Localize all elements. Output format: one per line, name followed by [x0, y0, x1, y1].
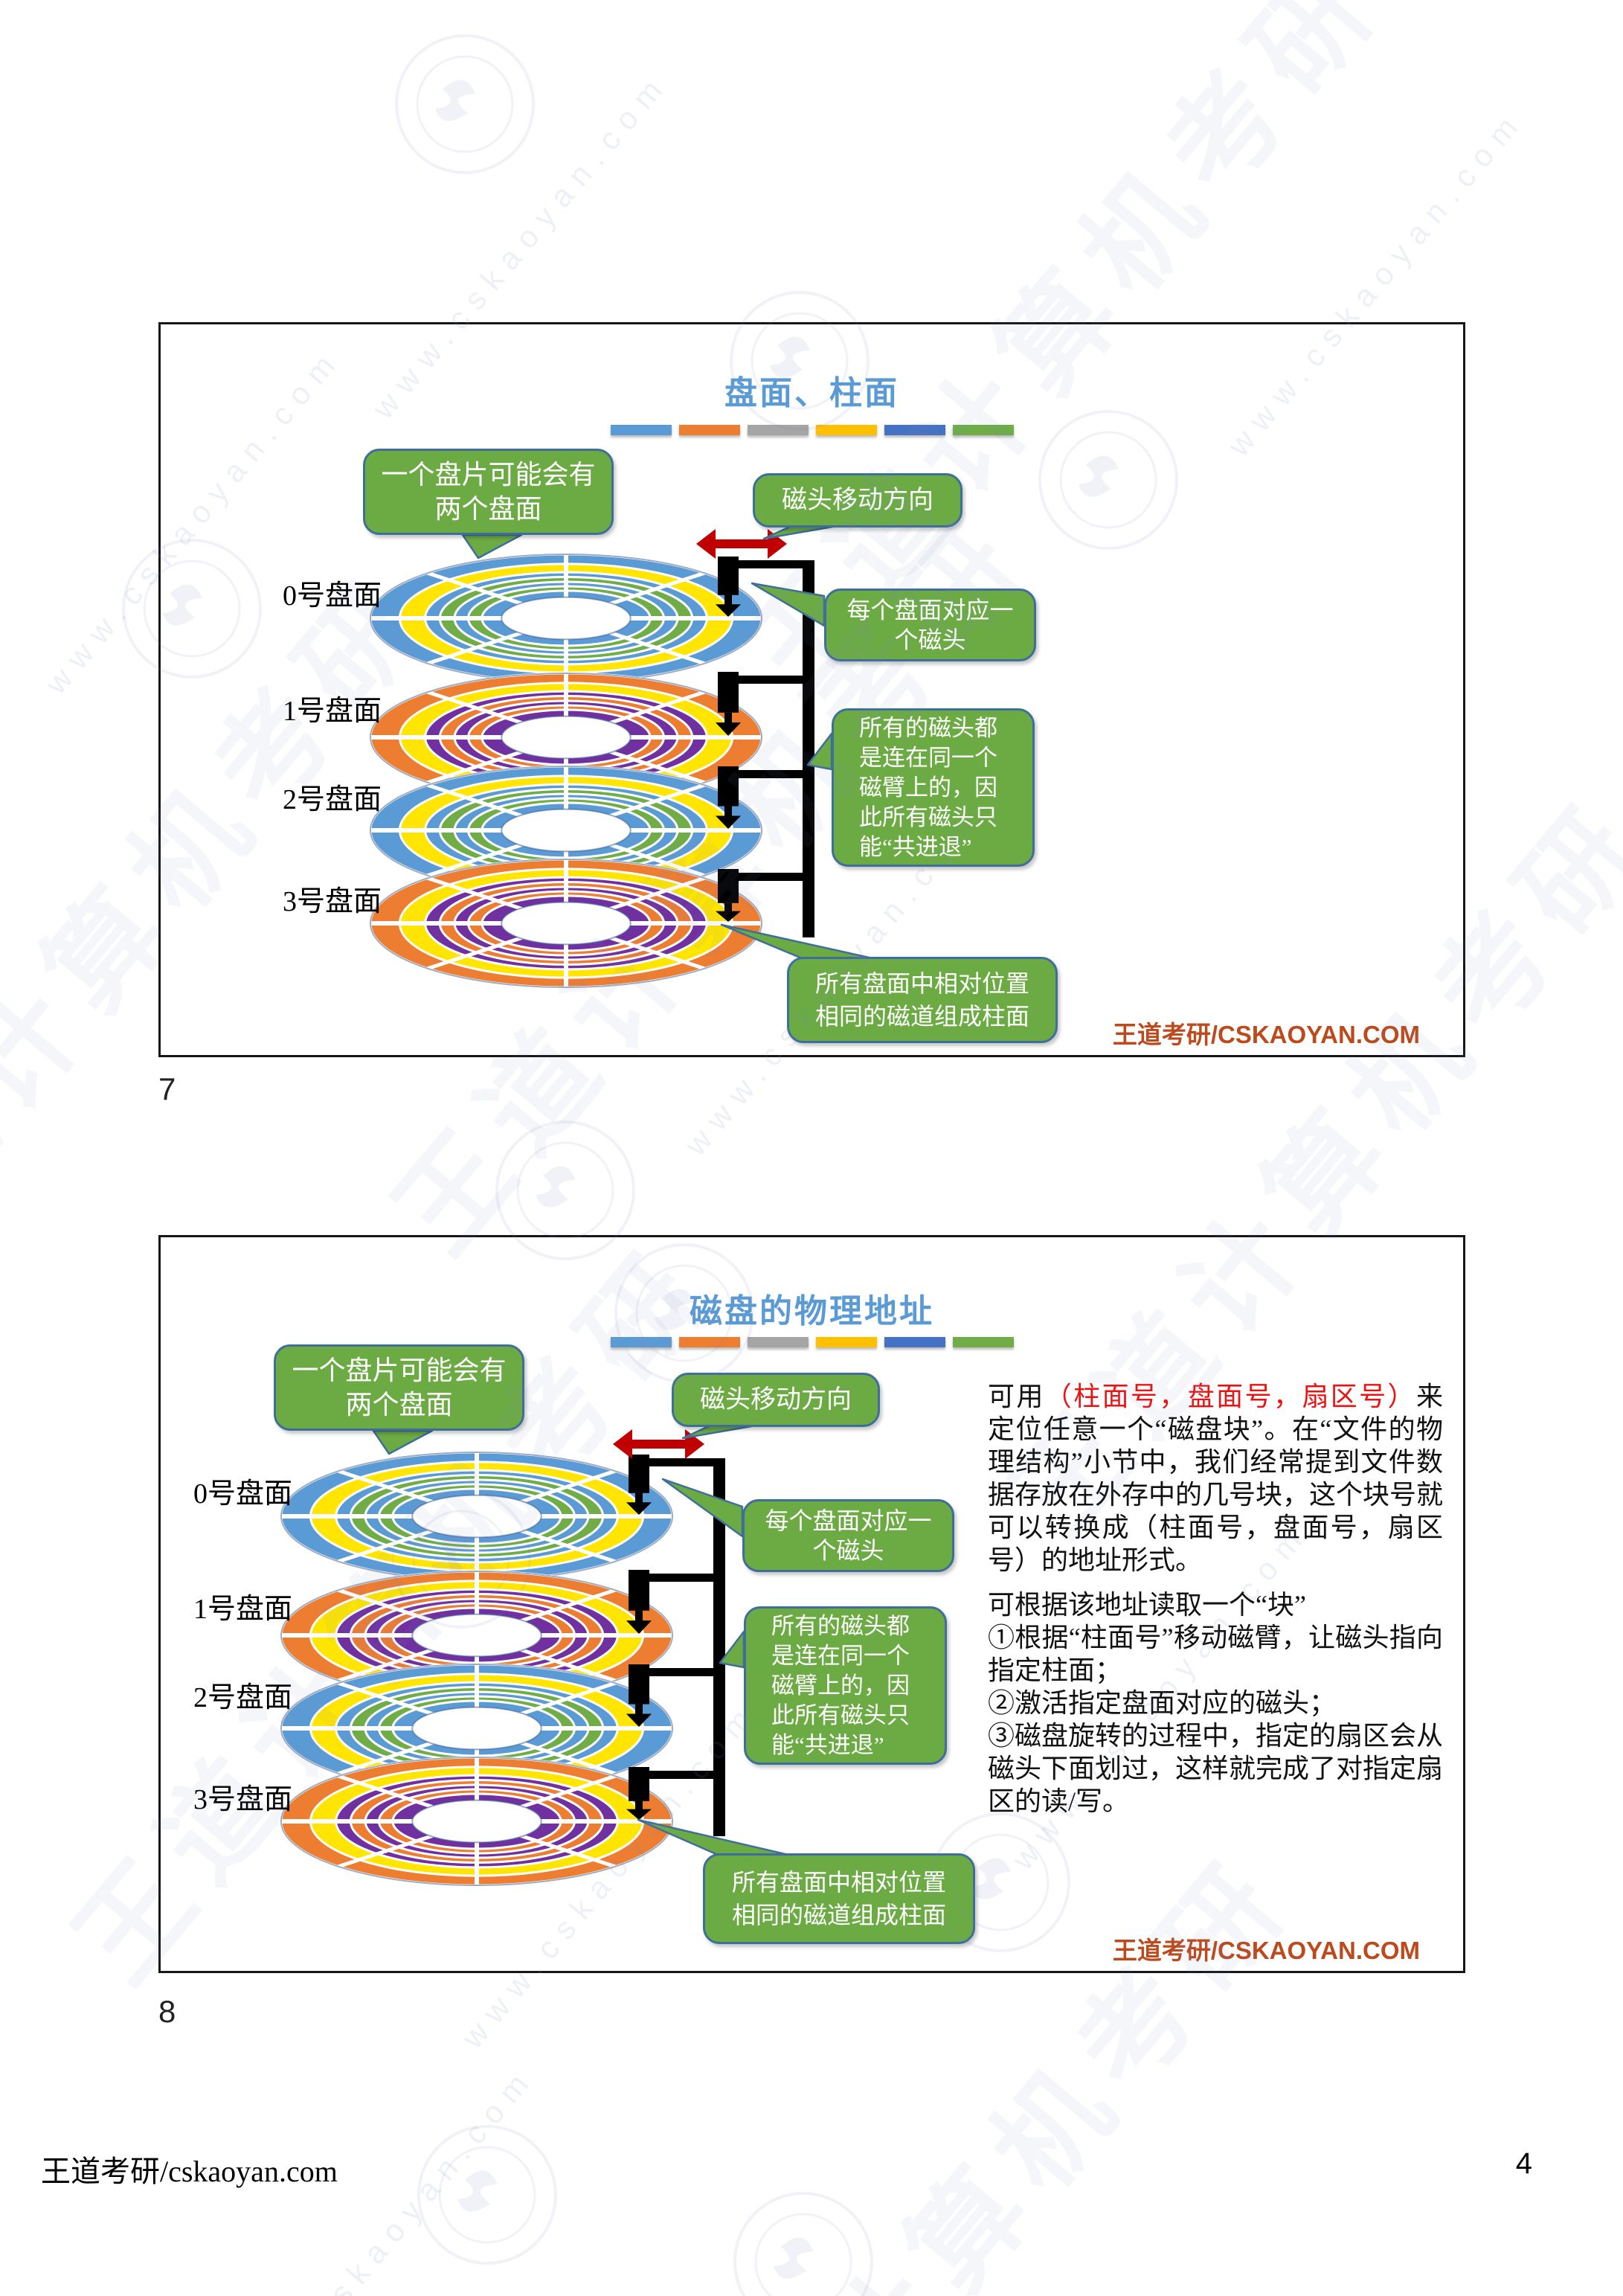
colorbar-segment-2 [747, 425, 809, 435]
slide-8: 磁盘的物理地址 一个盘片可能会有两个盘面磁头移动方向每个盘面对应一个磁头所有的磁… [158, 1235, 1465, 1973]
colorbar-segment-3 [815, 425, 877, 435]
platter-surface [280, 1451, 674, 1582]
callout-tail-direction [681, 1424, 757, 1440]
platter-surface [369, 672, 763, 803]
colorbar-segment-0 [610, 425, 672, 435]
physical-address-body-text: 可用（柱面号，盘面号，扇区号）来定位任意一个“磁盘块”。在“文件的物理结构”小节… [988, 1237, 1443, 1971]
disk-head [629, 1767, 649, 1801]
arm-connector [727, 770, 814, 778]
body-text-segment: 来定位任意一个“磁盘块”。在“文件的物理结构”小节中，我们经常提到文件数据存放在… [988, 1382, 1444, 1575]
head-arrow-icon [626, 1713, 652, 1727]
read-block-step: ③磁盘旋转的过程中，指定的扇区会从磁头下面划过，这样就完成了对指定扇区的读/写。 [988, 1721, 1444, 1816]
arm-connector [727, 676, 814, 684]
actuator-arm-bar [803, 560, 814, 937]
head-arrow-icon [716, 722, 741, 736]
arm-connector [637, 1668, 725, 1676]
callout-tail-platter [372, 1429, 434, 1455]
colorbar-segment-3 [815, 1337, 877, 1347]
colorbar-segment-1 [678, 425, 740, 435]
disk-head [629, 1570, 649, 1611]
colorbar-segment-0 [610, 1337, 672, 1347]
arm-connector [637, 1458, 725, 1466]
address-tuple-red-text: （柱面号，盘面号，扇区号） [1044, 1382, 1416, 1411]
arm-connector [727, 873, 814, 881]
arm-connector [637, 1574, 725, 1582]
body-paragraph-2: 可根据该地址读取一个“块”①根据“柱面号”移动磁臂，让磁头指向指定柱面；②激活指… [988, 1588, 1443, 1818]
colorbar-segment-2 [747, 1337, 809, 1347]
colorbar-segment-4 [884, 425, 945, 435]
head-movement-arrow-icon [613, 1429, 704, 1459]
disk-head [629, 1664, 649, 1705]
read-block-step: ②激活指定盘面对应的磁头； [988, 1688, 1337, 1718]
slide-8-title: 磁盘的物理地址 [690, 1293, 934, 1330]
slide-7-footer: 王道考研/CSKAOYAN.COM [1112, 1021, 1420, 1048]
body-text-segment: 可用 [988, 1382, 1045, 1411]
slide-7-title: 盘面、柱面 [724, 375, 899, 411]
head-arrow-icon [626, 1809, 652, 1820]
colorbar-segment-1 [678, 1337, 740, 1347]
page-number: 4 [1515, 2147, 1532, 2180]
slide-8-footer: 王道考研/CSKAOYAN.COM [1112, 1937, 1420, 1964]
slide-8-colorbar [610, 1337, 1014, 1347]
colorbar-segment-5 [952, 425, 1014, 435]
callout-tail-head [661, 1478, 744, 1538]
logo-stamp-icon [417, 2125, 557, 2265]
arm-connector [727, 560, 814, 568]
platter-surface [369, 553, 763, 684]
callout-tail-direction [762, 525, 838, 540]
platter-surface [280, 1756, 674, 1887]
body-paragraph-1: 可用（柱面号，盘面号，扇区号）来定位任意一个“磁盘块”。在“文件的物理结构”小节… [988, 1380, 1443, 1577]
head-arrow-icon [626, 1620, 652, 1634]
slide-7-page-number: 7 [158, 1071, 176, 1106]
platter-surface [369, 858, 763, 989]
head-arrow-icon [626, 1502, 652, 1515]
platter-surface [280, 1570, 674, 1701]
disk-head [629, 1455, 649, 1493]
page-footer-brand: 王道考研/cskaoyan.com [41, 2155, 338, 2188]
disk-stack-diagram-7 [369, 525, 874, 989]
colorbar-segment-4 [884, 1337, 945, 1347]
head-movement-arrow-icon [696, 529, 787, 559]
head-arrow-icon [716, 911, 741, 922]
disk-head [718, 869, 739, 903]
disk-head [718, 672, 739, 713]
slide-7: 盘面、柱面 一个盘片可能会有两个盘面磁头移动方向每个盘面对应一个磁头所有的磁头都… [158, 322, 1465, 1057]
callout-tail-platter [461, 533, 523, 559]
actuator-arm-bar [713, 1458, 725, 1836]
logo-stamp-icon [733, 2192, 873, 2296]
disk-head [718, 766, 739, 807]
slide-7-colorbar [610, 425, 1014, 435]
colorbar-segment-5 [952, 1337, 1014, 1347]
arm-connector [637, 1771, 725, 1779]
slide-8-page-number: 8 [158, 1994, 176, 2029]
head-arrow-icon [716, 815, 741, 829]
disk-head [718, 557, 739, 595]
read-block-step: ①根据“柱面号”移动磁臂，让磁头指向指定柱面； [988, 1623, 1443, 1685]
disk-stack-diagram-8 [280, 1424, 790, 1887]
logo-stamp-icon [395, 34, 535, 174]
head-arrow-icon [716, 604, 741, 617]
read-block-step: 可根据该地址读取一个“块” [988, 1590, 1306, 1620]
